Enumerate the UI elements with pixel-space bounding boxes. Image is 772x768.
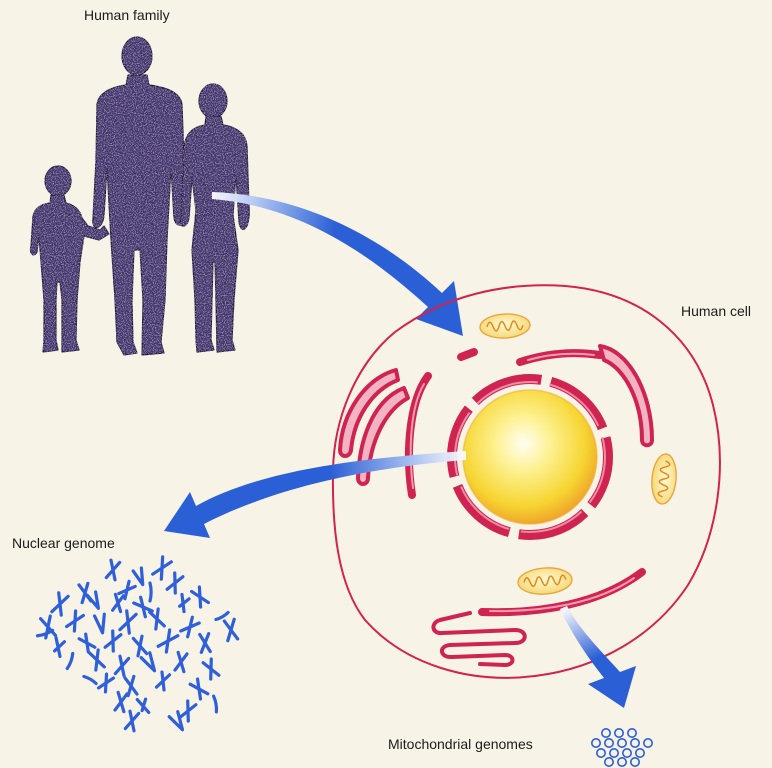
chromosome [120, 611, 136, 633]
mitochondrial-genome-ring [592, 739, 600, 747]
chromosome [115, 692, 127, 711]
mitochondrial-genome-ring [631, 739, 639, 747]
chromosome [84, 676, 97, 684]
chromosome [99, 674, 114, 692]
mitochondrial-genome-ring [628, 729, 636, 737]
chromosome [67, 653, 73, 668]
mitochondrion-top [479, 313, 530, 340]
mitochondrial-genome-ring [644, 739, 652, 747]
chromosome [53, 638, 65, 657]
woman-silhouette [180, 84, 249, 352]
chromosome [105, 631, 121, 651]
chromosome [178, 594, 190, 612]
mitochondrial-genome-ring [618, 758, 626, 766]
chromosome [216, 613, 229, 621]
mitochondrion-to-genomes-arrow [560, 606, 636, 708]
chromosome [106, 560, 119, 580]
chromosome [180, 701, 196, 721]
chromosome [133, 636, 146, 656]
chromosome [175, 652, 187, 671]
chromosome [200, 634, 211, 653]
mitochondrial-genomes-label: Mitochondrial genomes [388, 736, 533, 752]
mitochondrial-genome-ring [610, 749, 618, 757]
chromosome [52, 593, 68, 615]
chromosome [133, 568, 147, 586]
chromosome [181, 617, 199, 637]
chromosome [137, 697, 150, 715]
chromosome [141, 653, 159, 674]
mitochondrial-genome-ring [615, 729, 623, 737]
chromosome [150, 609, 165, 629]
chromosome [203, 659, 219, 679]
mitochondrion-right [650, 453, 678, 505]
chromosome [95, 614, 108, 633]
mitochondrial-genome-rings [592, 729, 652, 766]
chromosome [214, 696, 218, 712]
man-silhouette [93, 37, 187, 355]
chromosome [157, 672, 170, 690]
chromosome [150, 583, 151, 601]
mitochondrial-genome-ring [618, 739, 626, 747]
er-right-fold [600, 346, 652, 445]
nucleus-interior [463, 390, 597, 524]
mitochondrion-bottom [517, 566, 573, 596]
chromosome [115, 656, 128, 676]
mitochondrial-genome-ring [602, 729, 610, 737]
chromosome [79, 634, 95, 652]
chromosome [67, 611, 84, 631]
chromosome [90, 650, 105, 670]
chromosome [125, 711, 138, 731]
chromosome [190, 679, 208, 699]
chromosome [158, 630, 178, 652]
nuclear-genome-chromosomes [37, 557, 237, 732]
nucleus [452, 379, 608, 535]
mitochondrial-genome-ring [623, 749, 631, 757]
mitochondrial-genome-ring [636, 749, 644, 757]
er-bottom-fold [433, 613, 524, 665]
nucleus-to-genome-arrow [164, 451, 466, 538]
human-cell [333, 285, 720, 677]
human-family-label: Human family [84, 7, 170, 23]
mitochondrial-genome-ring [597, 749, 605, 757]
chromosome [192, 587, 209, 607]
chromosome [224, 619, 237, 640]
mitochondrial-genome-ring [631, 758, 639, 766]
chromosome [153, 557, 172, 579]
er-top-fragment [461, 352, 474, 357]
human-cell-label: Human cell [681, 303, 751, 319]
mitochondrial-genome-ring [605, 739, 613, 747]
chromosome [167, 573, 183, 593]
chromosome [113, 594, 124, 611]
mitochondrial-genome-ring [605, 758, 613, 766]
nuclear-genome-label: Nuclear genome [12, 535, 115, 551]
